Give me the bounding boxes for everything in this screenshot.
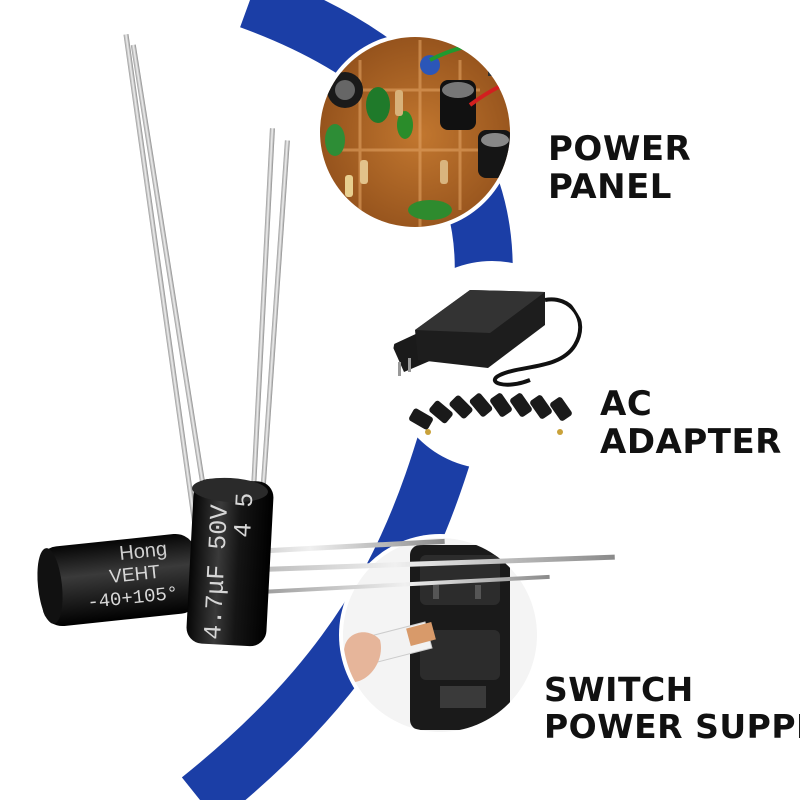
callout-ac-adapter: AC ADAPTER [600, 385, 782, 461]
capacitor-right-leads [123, 33, 290, 530]
circuit-board-photo [316, 33, 514, 231]
switch-power-supply-photo [339, 534, 541, 736]
callout-power-panel: POWER PANEL [548, 130, 691, 206]
callout-switch-power-supply: SWITCH POWER SUPPLY [544, 670, 800, 746]
capacitor-right-rating: 4.7μF 50V [199, 504, 235, 640]
callout-ac-adapter-line-2: ADAPTER [600, 422, 782, 463]
capacitor-left: Hong VEHT -40+105° [37, 533, 200, 627]
callout-switch-power-supply-line-1: SWITCH [544, 670, 694, 709]
callout-ac-adapter-line-1: AC [600, 384, 653, 424]
ac-adapter-photo [388, 261, 596, 469]
capacitor-right: 4.7μF 50V 4 5 [186, 477, 274, 647]
capacitor-right-digit: 4 5 [229, 492, 260, 538]
callout-power-panel-line-1: POWER [548, 129, 692, 169]
callout-power-panel-line-2: PANEL [548, 167, 672, 208]
callout-switch-power-supply-line-2: POWER SUPPLY [544, 706, 800, 746]
capacitor-left-print: Hong [118, 538, 168, 565]
